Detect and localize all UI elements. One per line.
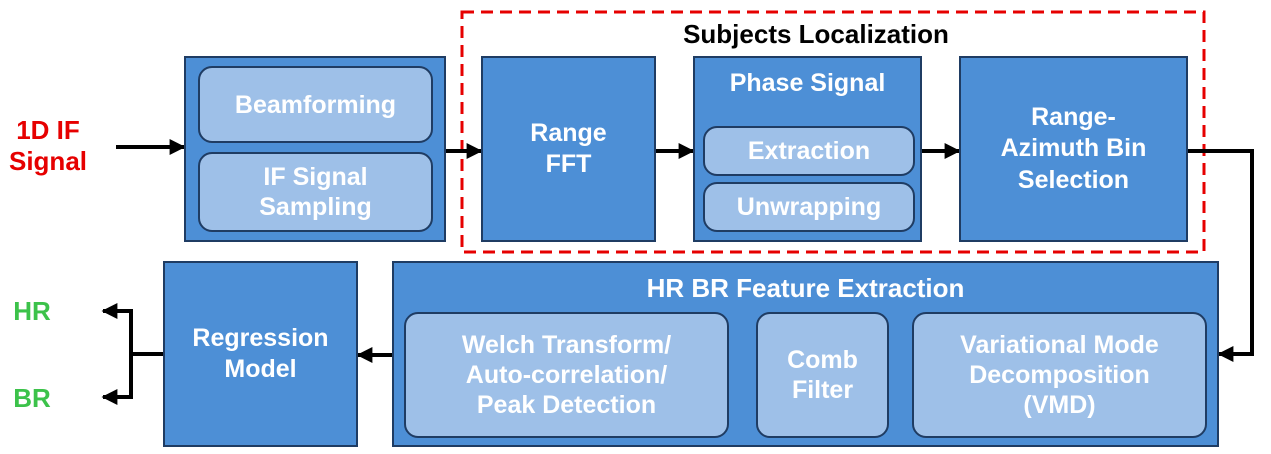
extraction-box: Extraction (703, 126, 915, 176)
preprocessing-block: Beamforming IF Signal Sampling (184, 56, 446, 242)
vmd-line2: Decomposition (969, 361, 1150, 389)
welch-line1: Welch Transform/ (461, 331, 672, 359)
vmd-box: Variational Mode Decomposition (VMD) (912, 312, 1207, 438)
if-sampling-line2: Sampling (259, 193, 372, 221)
localization-title: Subjects Localization (683, 19, 949, 49)
comb-filter-line1: Comb (787, 346, 858, 374)
if-sampling-box: IF Signal Sampling (198, 152, 433, 232)
comb-filter-line2: Filter (791, 376, 854, 404)
welch-box: Welch Transform/ Auto-correlation/ Peak … (404, 312, 729, 438)
unwrapping-box: Unwrapping (703, 182, 915, 232)
feature-extraction-block: HR BR Feature Extraction Welch Transform… (392, 261, 1219, 447)
welch-line3: Peak Detection (476, 391, 657, 419)
if-sampling-line1: IF Signal (263, 163, 368, 191)
range-fft-line2: FFT (545, 150, 592, 178)
regression-model-block: Regression Model (163, 261, 358, 447)
regression-line2: Model (224, 355, 297, 383)
comb-filter-box: Comb Filter (756, 312, 889, 438)
feature-extraction-title: HR BR Feature Extraction (646, 273, 965, 303)
vmd-line3: (VMD) (1023, 391, 1096, 419)
input-label: 1D IF Signal (0, 115, 96, 177)
input-label-line1: 1D IF (16, 115, 80, 145)
unwrapping-label: Unwrapping (736, 193, 882, 221)
beamforming-box: Beamforming (198, 66, 433, 143)
range-fft-line1: Range (530, 118, 607, 147)
phase-signal-title: Phase Signal (729, 69, 886, 97)
bin-selection-block: Range- Azimuth Bin Selection (959, 56, 1188, 242)
extraction-label: Extraction (747, 137, 871, 165)
bin-selection-line2: Azimuth Bin (1000, 134, 1147, 163)
regression-line1: Regression (192, 323, 329, 352)
beamforming-label: Beamforming (234, 90, 397, 119)
range-fft-block: Range FFT (481, 56, 656, 242)
phase-signal-block: Phase Signal Extraction Unwrapping (693, 56, 922, 242)
input-label-line2: Signal (8, 146, 87, 177)
bin-selection-line1: Range- (1031, 103, 1116, 132)
bin-selection-line3: Selection (1017, 165, 1130, 194)
hr-output-label: HR (13, 296, 51, 326)
vmd-line1: Variational Mode (960, 331, 1159, 359)
br-output-label: BR (13, 383, 51, 413)
welch-line2: Auto-correlation/ (465, 361, 668, 389)
